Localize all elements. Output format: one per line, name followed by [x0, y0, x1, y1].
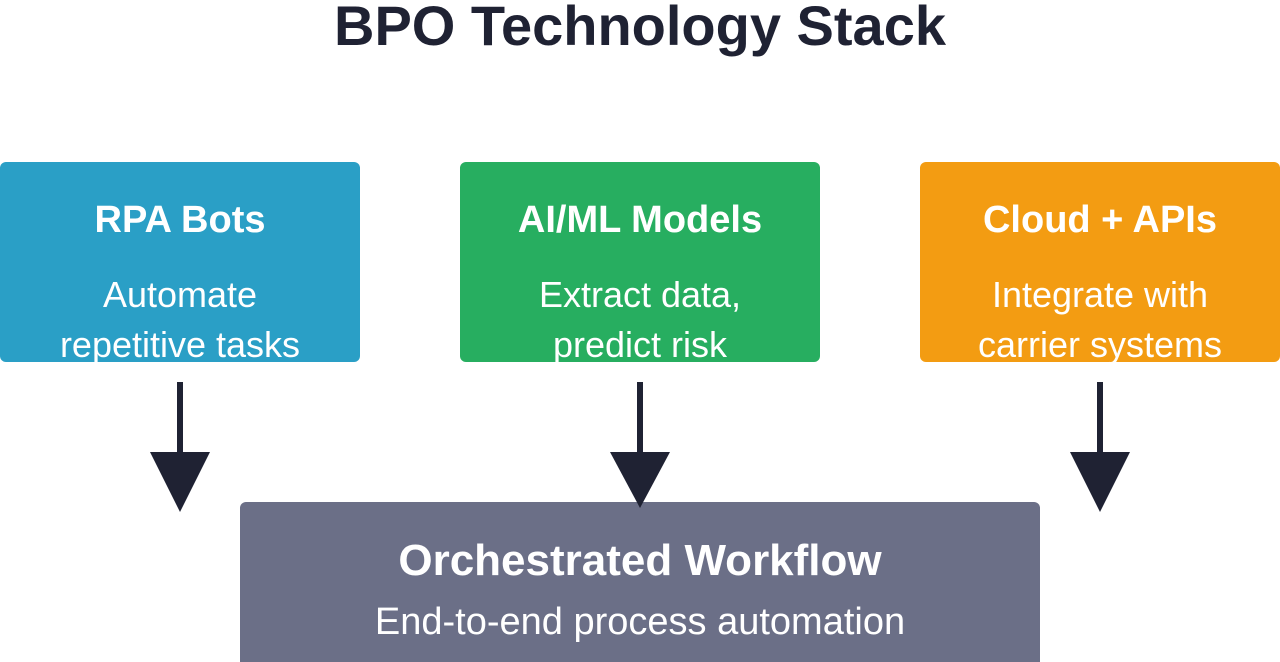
orchestrated-workflow-title: Orchestrated Workflow: [398, 536, 882, 585]
cloud-apis-description: Integrate with carrier systems: [920, 270, 1280, 370]
arrow-rpa-to-workflow: [150, 382, 210, 512]
orchestrated-workflow-box: Orchestrated Workflow End-to-end process…: [240, 502, 1040, 662]
cloud-apis-desc-line-2: carrier systems: [977, 324, 1223, 365]
ai-ml-models-desc-line-1: Extract data,: [538, 274, 742, 315]
orchestrated-workflow-description: End-to-end process automation: [374, 601, 906, 643]
arrow-cloud-head: [1070, 452, 1130, 512]
rpa-bots-desc-line-1: Automate: [102, 274, 258, 315]
rpa-bots-title: RPA Bots: [94, 199, 266, 241]
ai-ml-models-description: Extract data, predict risk: [460, 270, 820, 370]
arrow-rpa-head: [150, 452, 210, 512]
cloud-apis-desc-line-1: Integrate with: [991, 274, 1209, 315]
arrow-cloud-to-workflow: [1070, 382, 1130, 512]
ai-ml-models-box: AI/ML Models Extract data, predict risk: [460, 162, 820, 365]
rpa-bots-box: RPA Bots Automate repetitive tasks: [0, 162, 360, 365]
cloud-apis-title: Cloud + APIs: [982, 199, 1217, 241]
arrow-aiml-head: [610, 452, 670, 508]
rpa-bots-description: Automate repetitive tasks: [0, 270, 360, 370]
arrow-aiml-to-workflow: [610, 382, 670, 508]
ai-ml-models-title: AI/ML Models: [517, 199, 763, 241]
diagram-title: BPO Technology Stack: [334, 0, 946, 57]
rpa-bots-desc-line-2: repetitive tasks: [59, 324, 301, 365]
ai-ml-models-desc-line-2: predict risk: [552, 324, 728, 365]
cloud-apis-box: Cloud + APIs Integrate with carrier syst…: [920, 162, 1280, 365]
